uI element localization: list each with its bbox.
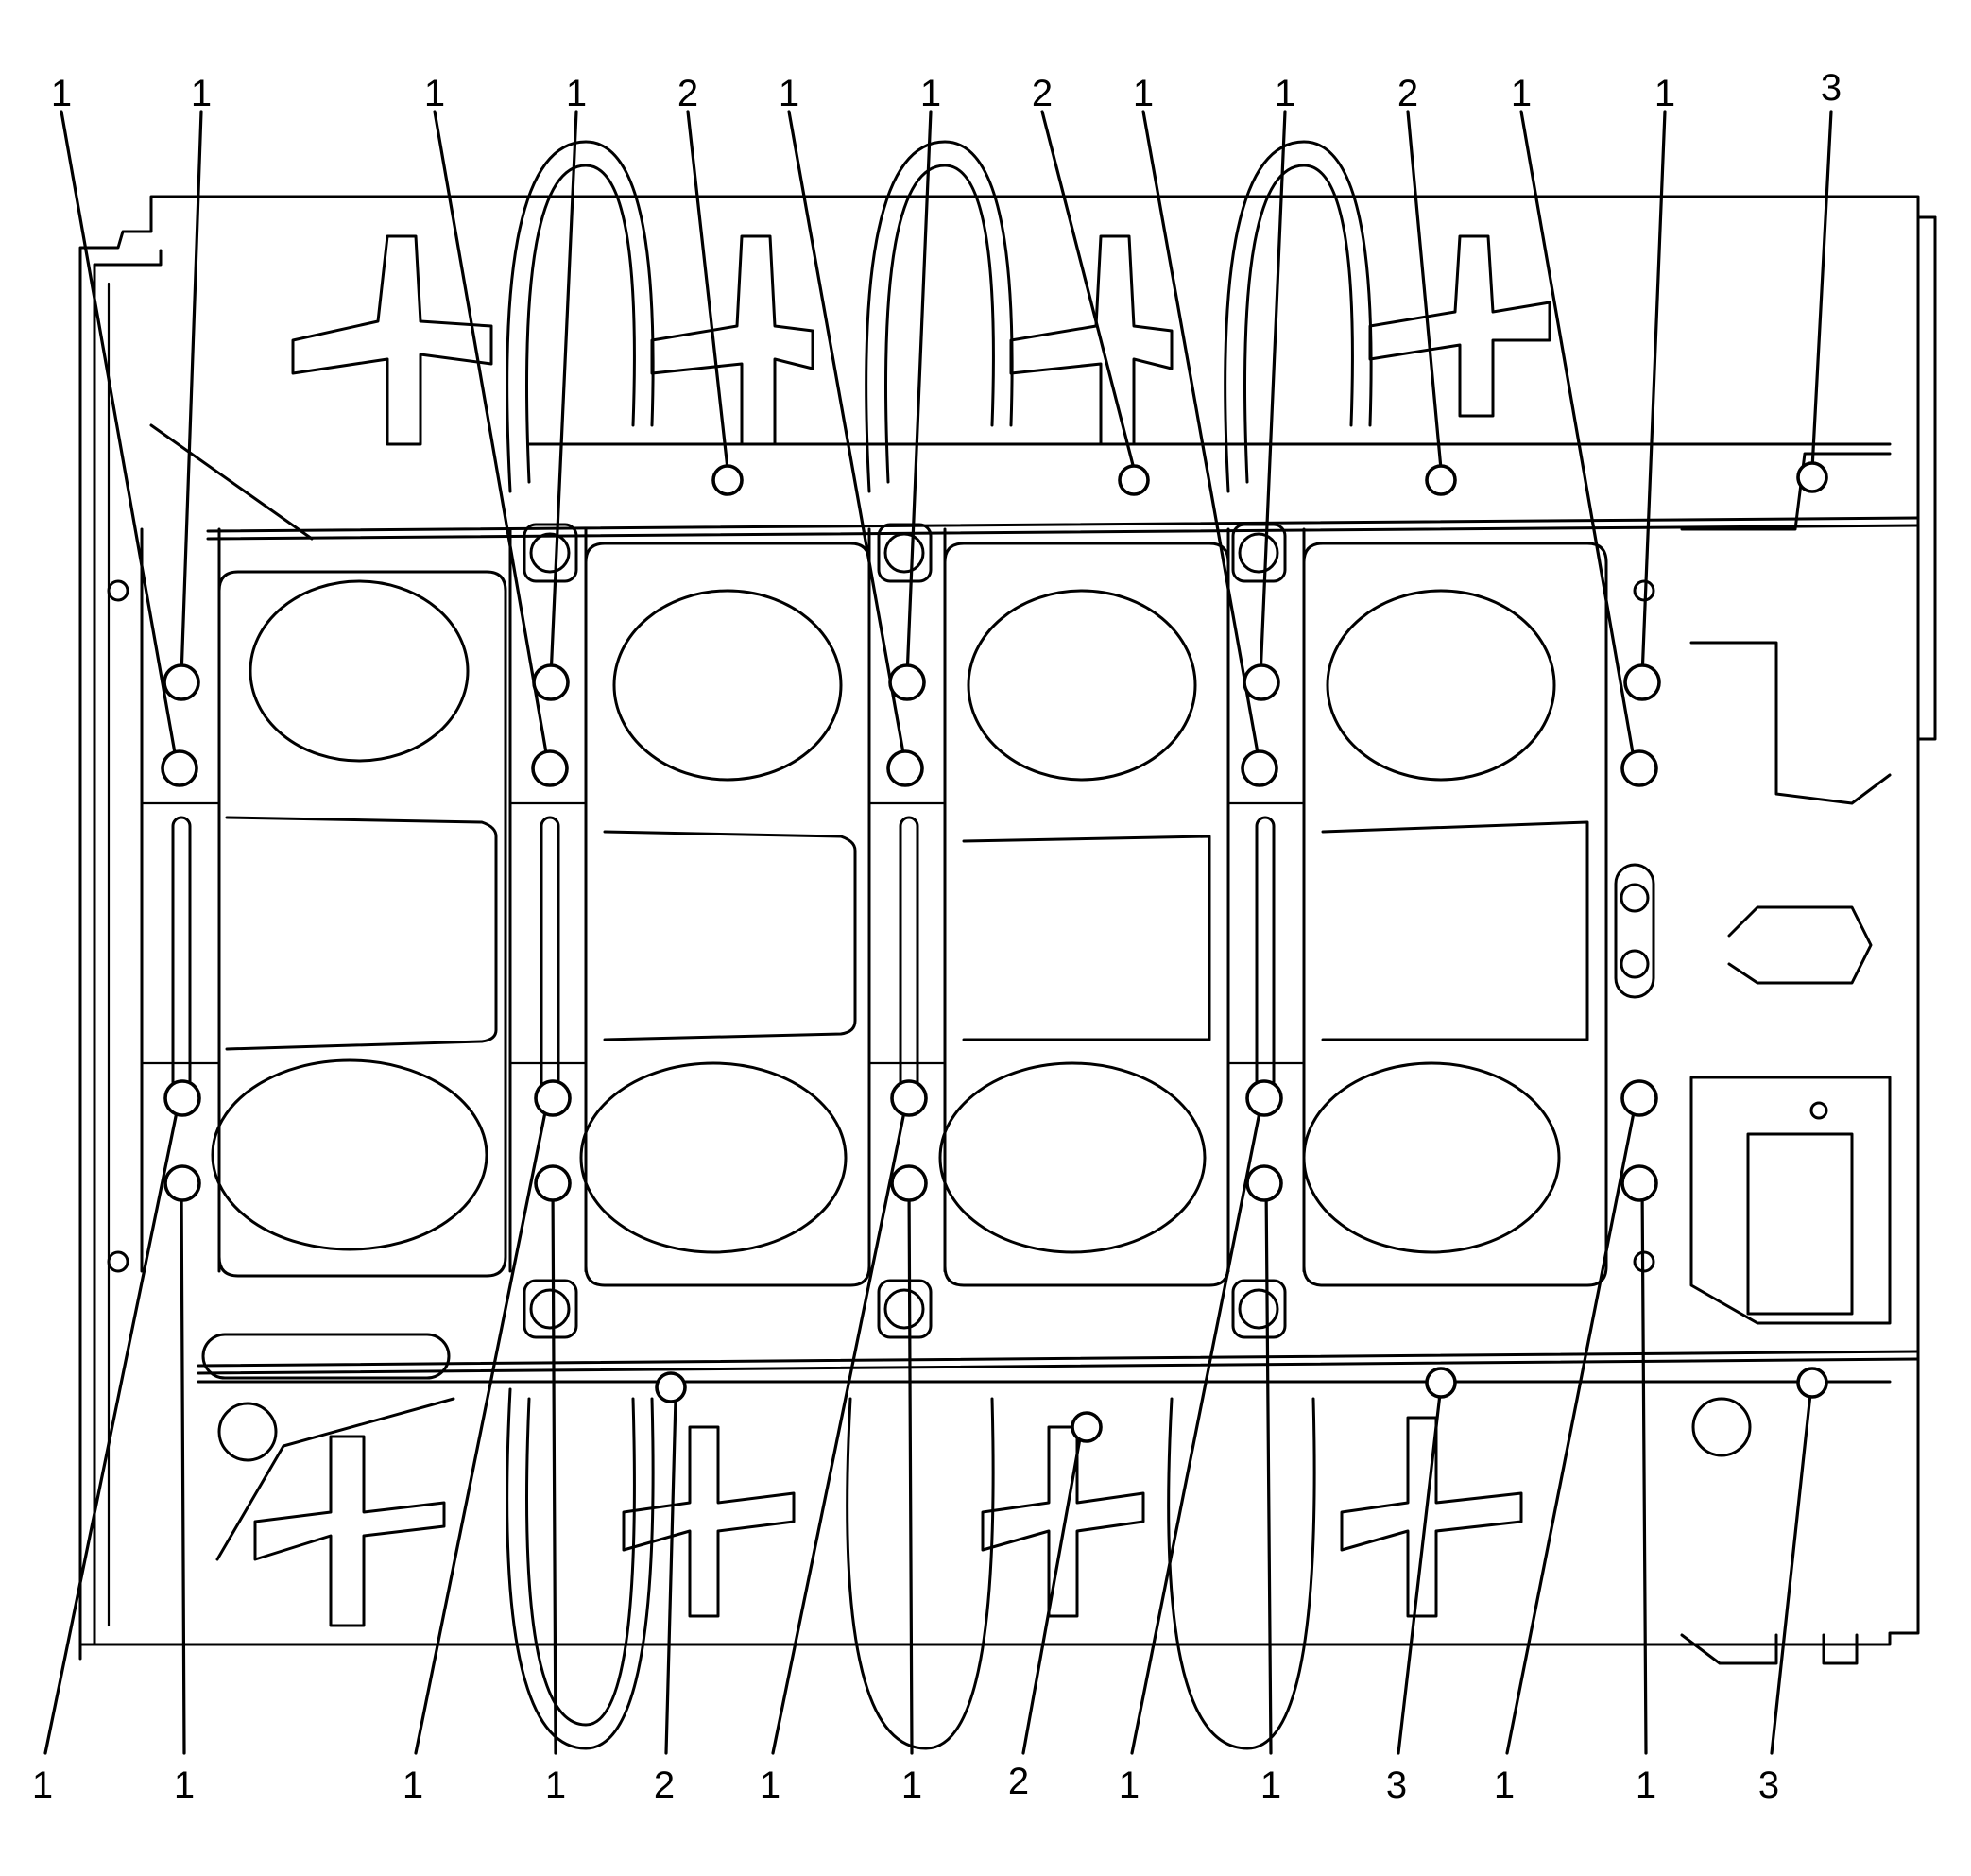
callout-label: 1 <box>1654 73 1675 114</box>
bolt-hole <box>1620 1079 1658 1117</box>
callout-label: 1 <box>403 1764 423 1806</box>
bolt-hole <box>531 749 569 787</box>
bolt-hole <box>655 1371 687 1403</box>
callout-label: 1 <box>545 1764 566 1806</box>
bolt-hole <box>163 663 200 701</box>
callout-label: 3 <box>1758 1764 1779 1806</box>
callout-label: 3 <box>1386 1764 1407 1806</box>
callout-label: 1 <box>32 1764 53 1806</box>
bolt-hole <box>1425 1367 1457 1399</box>
bolt-hole <box>1623 663 1661 701</box>
bolt-hole <box>534 1164 572 1202</box>
bolt-hole <box>532 663 570 701</box>
bolt-hole <box>534 1079 572 1117</box>
callout-label: 1 <box>1119 1764 1140 1806</box>
callout-label: 1 <box>1275 73 1295 114</box>
callout-label: 2 <box>1008 1761 1029 1802</box>
callout-label: 1 <box>1494 1764 1515 1806</box>
bolt-hole <box>1071 1411 1103 1443</box>
bolt-hole <box>1796 461 1828 493</box>
bolt-hole <box>890 1079 928 1117</box>
callout-label: 1 <box>1636 1764 1656 1806</box>
callout-label: 2 <box>677 73 698 114</box>
bolt-hole <box>1241 749 1278 787</box>
bolt-hole <box>1245 1079 1283 1117</box>
callout-label: 1 <box>760 1764 780 1806</box>
cylinder-bays <box>211 542 1608 1287</box>
callout-label: 1 <box>1260 1764 1281 1806</box>
bolt-hole <box>888 663 926 701</box>
bolt-hole <box>1620 749 1658 787</box>
callout-label: 1 <box>1511 73 1532 114</box>
callout-label: 2 <box>1397 73 1418 114</box>
bolt-hole <box>163 1164 201 1202</box>
callout-label: 1 <box>424 73 445 114</box>
callout-label: 2 <box>654 1764 675 1806</box>
bolt-holes <box>161 461 1828 1443</box>
callout-label: 1 <box>191 73 212 114</box>
bolt-hole <box>1118 464 1150 496</box>
bolt-hole <box>890 1164 928 1202</box>
callout-label: 1 <box>174 1764 195 1806</box>
callout-label: 2 <box>1032 73 1053 114</box>
block-outline <box>78 140 1937 1750</box>
web-columns <box>140 527 1655 1273</box>
bolt-hole <box>1243 663 1280 701</box>
bolt-hole <box>1425 464 1457 496</box>
bolt-hole <box>1620 1164 1658 1202</box>
bolt-hole <box>1796 1367 1828 1399</box>
callout-label: 1 <box>920 73 941 114</box>
bolt-hole <box>711 464 744 496</box>
leader-lines <box>43 110 1833 1755</box>
callout-label: 1 <box>901 1764 922 1806</box>
bolt-hole <box>1245 1164 1283 1202</box>
bolt-hole <box>161 749 198 787</box>
bolt-hole <box>163 1079 201 1117</box>
callout-label: 1 <box>1133 73 1154 114</box>
callout-label: 1 <box>779 73 799 114</box>
callout-label: 1 <box>566 73 587 114</box>
callout-labels: 1 1 1 1 2 1 1 2 1 1 2 1 1 3 1 1 1 1 2 1 … <box>32 67 1842 1806</box>
bolt-hole <box>886 749 924 787</box>
dowel-bosses <box>523 523 1287 1339</box>
callout-label: 3 <box>1821 67 1842 109</box>
callout-label: 1 <box>51 73 72 114</box>
